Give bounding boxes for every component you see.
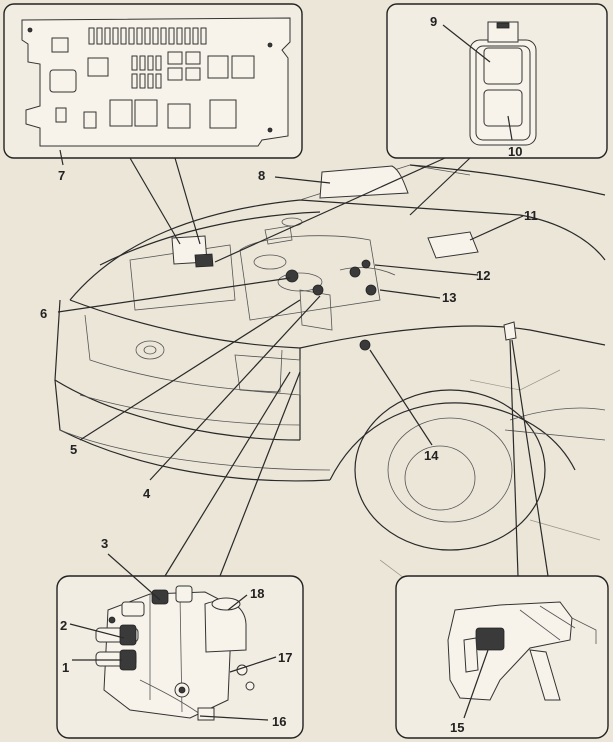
relay-7 — [49, 69, 77, 93]
sensor-15 — [475, 627, 505, 651]
terminal-10 — [483, 89, 523, 127]
label-5: 5 — [70, 442, 77, 457]
label-8: 8 — [258, 168, 265, 183]
label-14: 14 — [424, 448, 439, 463]
inset-relay-box — [3, 3, 303, 159]
inset-injection-pump — [56, 575, 304, 739]
label-9: 9 — [430, 14, 437, 29]
label-12: 12 — [476, 268, 490, 283]
label-3: 3 — [101, 536, 108, 551]
label-1: 1 — [62, 660, 69, 675]
label-4: 4 — [143, 486, 151, 501]
leader-lines — [57, 24, 549, 721]
label-13: 13 — [442, 290, 456, 305]
label-11: 11 — [524, 208, 538, 223]
label-6: 6 — [40, 306, 47, 321]
inset-sensor — [395, 575, 609, 739]
label-17: 17 — [278, 650, 292, 665]
inset-relay — [386, 3, 608, 159]
label-10: 10 — [508, 144, 522, 159]
engine-bay — [129, 165, 601, 591]
vehicle-illustration — [54, 164, 606, 551]
fuse-row — [88, 27, 207, 45]
label-18: 18 — [250, 586, 264, 601]
label-15: 15 — [450, 720, 464, 735]
callout-labels: 1 2 3 4 5 6 7 8 9 10 11 12 13 14 15 16 1… — [40, 14, 538, 735]
label-7: 7 — [58, 168, 65, 183]
terminal-9 — [483, 47, 523, 85]
label-16: 16 — [272, 714, 286, 729]
label-2: 2 — [60, 618, 67, 633]
